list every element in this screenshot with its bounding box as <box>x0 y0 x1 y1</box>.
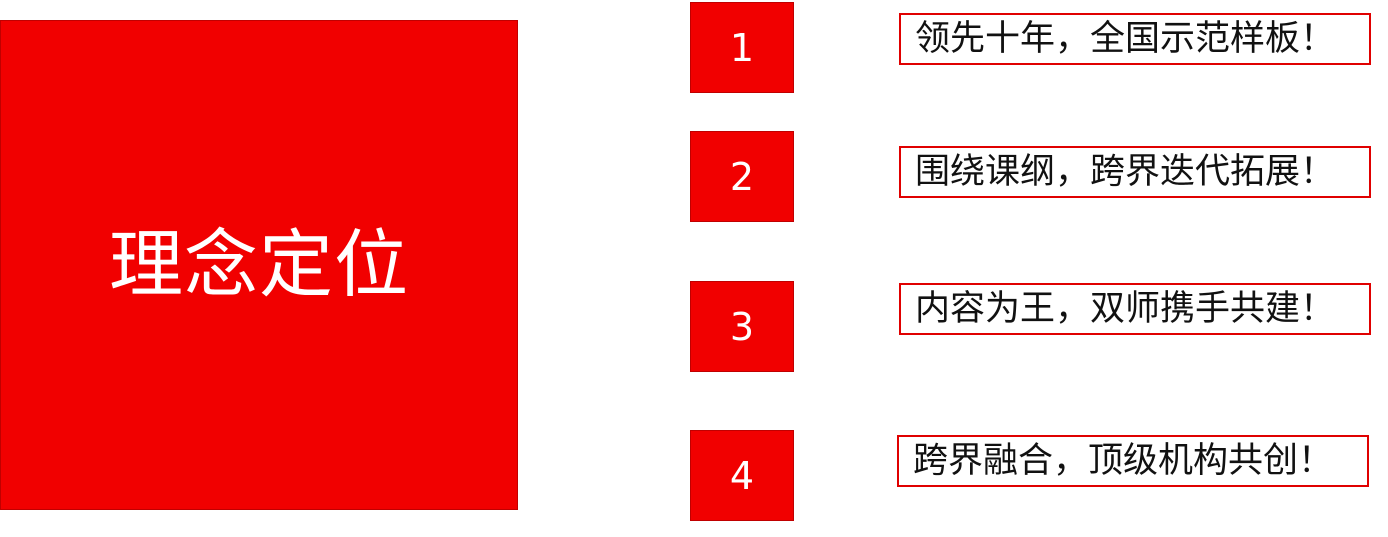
slogan-box-3: 内容为王，双师携手共建！ <box>899 283 1371 335</box>
slogan-box-4: 跨界融合，顶级机构共创！ <box>897 435 1369 487</box>
slogan-box-1: 领先十年，全国示范样板！ <box>899 13 1371 65</box>
concept-positioning-block: 理念定位 <box>0 20 518 510</box>
slogan-box-2: 围绕课纲，跨界迭代拓展！ <box>899 146 1371 198</box>
number-badge-1: 1 <box>690 2 794 93</box>
number-badge-3: 3 <box>690 281 794 372</box>
slogan-text-3: 内容为王，双师携手共建！ <box>915 288 1336 329</box>
number-badge-2: 2 <box>690 131 794 222</box>
slogan-text-2: 围绕课纲，跨界迭代拓展！ <box>915 151 1336 192</box>
slogan-text-1: 领先十年，全国示范样板！ <box>915 18 1336 59</box>
slogan-text-4: 跨界融合，顶级机构共创！ <box>913 440 1334 481</box>
number-badge-4: 4 <box>690 430 794 521</box>
main-title: 理念定位 <box>109 222 409 308</box>
